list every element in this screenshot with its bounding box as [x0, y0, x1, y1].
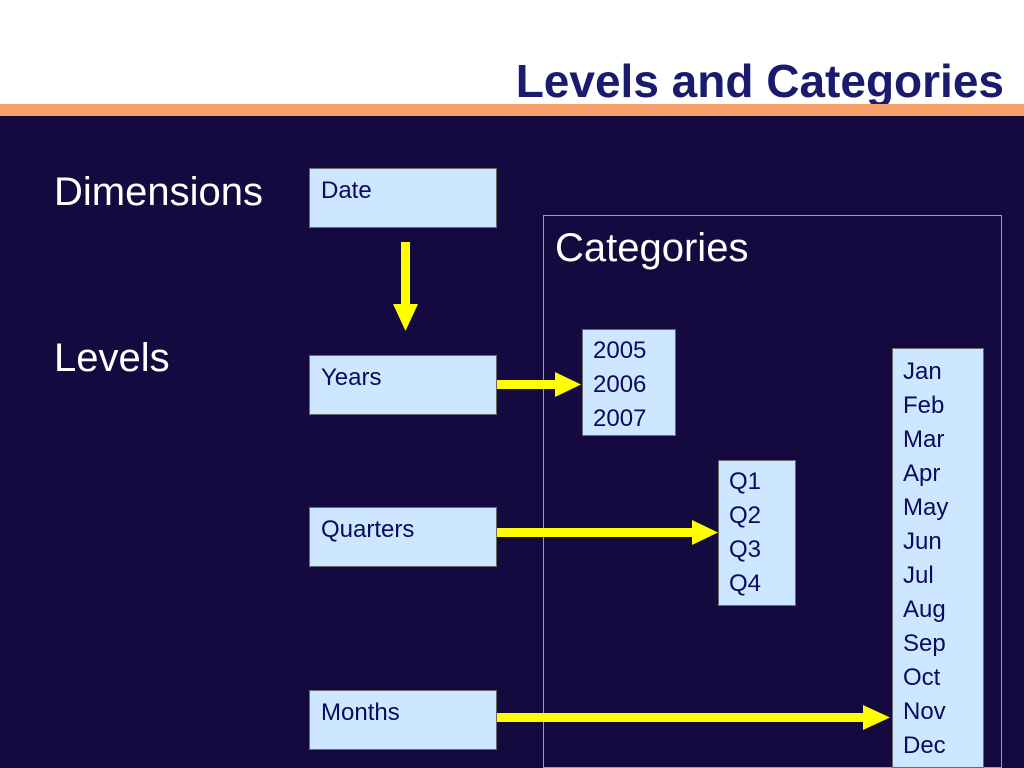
list-item: Feb — [903, 392, 945, 419]
categories-label: Categories — [555, 226, 749, 270]
list-item: Q2 — [729, 502, 762, 529]
quarters-categories: Q1 Q2 Q3 Q4 — [718, 460, 796, 606]
list-item: Dec — [903, 732, 946, 759]
list-item: 2005 — [593, 337, 647, 364]
list-item: Nov — [903, 698, 946, 725]
years-arrow-icon — [497, 372, 581, 397]
years-categories: 2005 2006 2007 — [582, 329, 676, 436]
levels-label: Levels — [54, 336, 170, 380]
years-box: Years — [309, 355, 497, 415]
list-item: Q3 — [729, 536, 762, 563]
quarters-box: Quarters — [309, 507, 497, 567]
list-item: Aug — [903, 596, 946, 623]
list-item: 2006 — [593, 371, 647, 398]
date-to-years-arrow-icon — [393, 242, 418, 331]
accent-bar — [0, 104, 1024, 116]
months-categories: Jan Feb Mar Apr May Jun Jul Aug Sep Oct … — [892, 348, 984, 768]
page-title: Levels and Categories — [515, 55, 1004, 107]
months-arrow-icon — [497, 705, 890, 730]
list-item: Mar — [903, 426, 945, 453]
list-item: May — [903, 494, 949, 521]
diagram-background — [0, 116, 1024, 768]
list-item: Q1 — [729, 468, 762, 495]
list-item: Jan — [903, 358, 942, 385]
date-box: Date — [309, 168, 497, 228]
list-item: Apr — [903, 460, 941, 487]
list-item: Sep — [903, 630, 946, 657]
slide-header — [0, 0, 1024, 104]
list-item: 2007 — [593, 405, 647, 432]
quarters-arrow-icon — [497, 520, 718, 545]
list-item: Jul — [903, 562, 934, 589]
list-item: Jun — [903, 528, 942, 555]
list-item: Q4 — [729, 570, 762, 597]
dimensions-label: Dimensions — [54, 170, 263, 214]
list-item: Oct — [903, 664, 941, 691]
months-box: Months — [309, 690, 497, 750]
